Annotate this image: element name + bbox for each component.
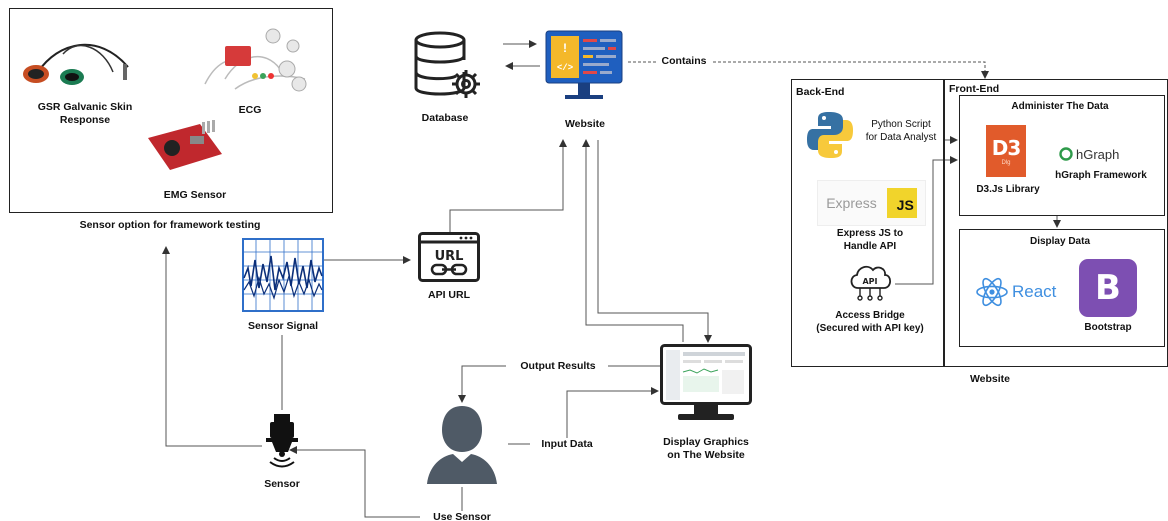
bootstrap-logo: B: [1079, 259, 1137, 317]
website-panel-divider: [943, 79, 945, 367]
hgraph-logo: hGraph: [1058, 145, 1136, 163]
arrow-display-to-website: [582, 139, 684, 342]
api-url-label: API URL: [428, 289, 470, 301]
react-atom-icon: [976, 277, 1008, 307]
contains-label: Contains: [656, 55, 712, 69]
express-js-logo: Express JS: [817, 180, 926, 226]
user-icon: [427, 406, 497, 484]
ecg-sensor-image: [204, 28, 307, 92]
input-data-label: Input Data: [530, 438, 604, 452]
display-data-box: [959, 229, 1165, 347]
arrow-api-to-website: [449, 139, 567, 232]
ecg-label: ECG: [238, 104, 262, 116]
administer-data-box: [959, 95, 1165, 216]
gsr-sensor-image: [23, 43, 129, 85]
arrow-bridge-to-frontend: [895, 156, 958, 285]
bootstrap-label: Bootstrap: [1084, 322, 1132, 333]
d3-badge-subtext: Dlg: [1001, 160, 1011, 166]
python-logo-icon: [807, 112, 853, 158]
url-glyph-text: URL: [435, 249, 464, 264]
use-sensor-label: Use Sensor: [422, 511, 502, 521]
hgraph-wordmark: hGraph: [1076, 146, 1120, 162]
display-data-title: Display Data: [1029, 236, 1091, 247]
website-panel-caption: Website: [969, 373, 1011, 385]
api-cloud-text: API: [862, 277, 877, 286]
sensor-label: Sensor: [264, 478, 300, 490]
database-label: Database: [421, 112, 469, 124]
express-wordmark: Express: [826, 195, 877, 211]
website-label: Website: [564, 118, 606, 130]
express-label: Express JS to Handle API: [836, 228, 904, 252]
svg-text:</>: </>: [557, 63, 573, 73]
arrow-input-to-display: [508, 387, 659, 445]
administer-data-title: Administer The Data: [1011, 101, 1109, 112]
arrow-output-to-user: [462, 365, 660, 402]
display-graphics-label: Display Graphics on The Website: [663, 436, 749, 462]
python-label: Python Script for Data Analyst: [865, 119, 937, 143]
contains-dashed-link: [628, 61, 989, 79]
sensor-device-icon: [266, 414, 298, 468]
access-bridge-label: Access Bridge (Secured with API key): [816, 310, 924, 334]
api-url-icon: URL: [418, 232, 480, 282]
api-cloud-icon: API: [850, 265, 892, 301]
emg-label: EMG Sensor: [163, 189, 227, 201]
back-end-title: Back-End: [796, 86, 845, 98]
website-monitor-icon: ! </>: [545, 30, 623, 99]
bootstrap-badge-text: B: [1095, 268, 1121, 308]
database-icon: [414, 31, 480, 98]
d3-label: D3.Js Library: [976, 184, 1040, 195]
react-logo: React: [975, 274, 1067, 310]
js-badge: JS: [886, 188, 917, 218]
arrow-website-to-display: [597, 140, 712, 343]
d3-badge-text: D3: [991, 136, 1022, 160]
gsr-label: GSR Galvanic Skin Response: [37, 101, 133, 127]
sensor-signal-label: Sensor Signal: [247, 320, 319, 332]
display-monitor-icon: [660, 344, 752, 420]
hgraph-ring-icon: [1059, 147, 1073, 161]
output-results-label: Output Results: [508, 360, 608, 374]
sensor-panel-caption: Sensor option for framework testing: [79, 219, 261, 231]
emg-sensor-image: [148, 120, 222, 170]
react-wordmark: React: [1012, 282, 1057, 301]
arrow-sensor-to-panel: [162, 246, 262, 447]
sensor-options-panel: [9, 8, 333, 213]
front-end-title: Front-End: [949, 83, 1000, 95]
svg-text:!: !: [563, 41, 567, 55]
hgraph-label: hGraph Framework: [1055, 170, 1147, 181]
sensor-signal-icon: [242, 238, 324, 312]
d3-logo: D3 Dlg: [986, 125, 1026, 177]
